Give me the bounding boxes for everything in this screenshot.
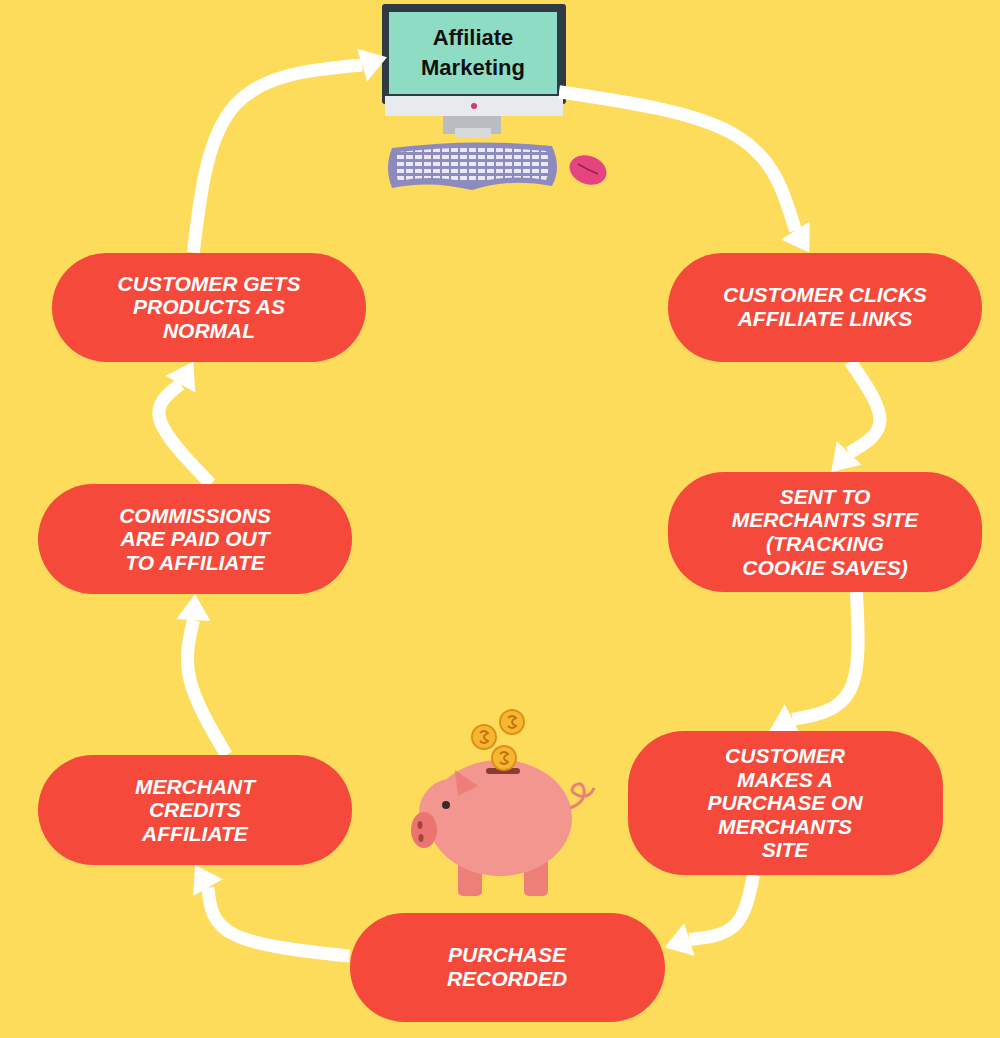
cycle-arrow bbox=[665, 875, 754, 956]
node-label: CUSTOMER CLICKS AFFILIATE LINKS bbox=[718, 283, 933, 330]
node-label: SENT TO MERCHANTS SITE (TRACKING COOKIE … bbox=[728, 485, 923, 579]
cycle-arrow bbox=[559, 92, 810, 253]
cycle-arrow bbox=[193, 865, 349, 956]
cycle-arrow bbox=[193, 49, 387, 253]
node-label: PURCHASE RECORDED bbox=[432, 943, 582, 990]
process-pill: SENT TO MERCHANTS SITE (TRACKING COOKIE … bbox=[668, 472, 982, 592]
cycle-arrow bbox=[177, 594, 227, 755]
arrow-shaft bbox=[792, 592, 858, 719]
node-label: CUSTOMER GETS PRODUCTS AS NORMAL bbox=[117, 272, 302, 343]
arrow-head bbox=[193, 865, 223, 896]
mouse-icon bbox=[565, 150, 610, 189]
coin-icons bbox=[472, 710, 524, 770]
arrow-shaft bbox=[208, 888, 350, 957]
cycle-arrow bbox=[159, 362, 211, 485]
process-pill: PURCHASE RECORDED bbox=[350, 913, 665, 1022]
arrow-shaft bbox=[193, 65, 362, 252]
process-pill: CUSTOMER CLICKS AFFILIATE LINKS bbox=[668, 253, 982, 362]
arrow-head bbox=[177, 594, 211, 621]
cycle-arrow bbox=[769, 592, 858, 734]
arrow-shaft bbox=[689, 875, 753, 940]
arrow-shaft bbox=[849, 362, 880, 454]
node-label: COMMISSIONS ARE PAID OUT TO AFFILIATE bbox=[113, 504, 278, 575]
piggy-bank-icon bbox=[411, 760, 594, 896]
cycle-arrow bbox=[831, 362, 880, 472]
arrow-head bbox=[357, 49, 387, 81]
keyboard-icon bbox=[388, 142, 557, 190]
arrow-head bbox=[665, 923, 695, 955]
arrow-head bbox=[769, 704, 800, 734]
process-pill: CUSTOMER GETS PRODUCTS AS NORMAL bbox=[52, 253, 366, 362]
node-label: CUSTOMER MAKES A PURCHASE ON MERCHANTS S… bbox=[695, 744, 875, 862]
arrow-shaft bbox=[559, 92, 795, 231]
node-label: Affiliate Marketing bbox=[398, 23, 548, 82]
arrow-head bbox=[831, 441, 861, 472]
process-pill: CUSTOMER MAKES A PURCHASE ON MERCHANTS S… bbox=[628, 731, 943, 875]
process-pill: COMMISSIONS ARE PAID OUT TO AFFILIATE bbox=[38, 484, 352, 594]
screen-node: Affiliate Marketing bbox=[387, 10, 559, 96]
arrow-shaft bbox=[187, 620, 226, 755]
arrow-head bbox=[781, 221, 810, 252]
arrow-head bbox=[166, 362, 196, 393]
node-label: MERCHANT CREDITS AFFILIATE bbox=[125, 775, 265, 846]
arrow-shaft bbox=[159, 384, 211, 484]
process-pill: MERCHANT CREDITS AFFILIATE bbox=[38, 755, 352, 865]
monitor-icon bbox=[382, 4, 566, 138]
